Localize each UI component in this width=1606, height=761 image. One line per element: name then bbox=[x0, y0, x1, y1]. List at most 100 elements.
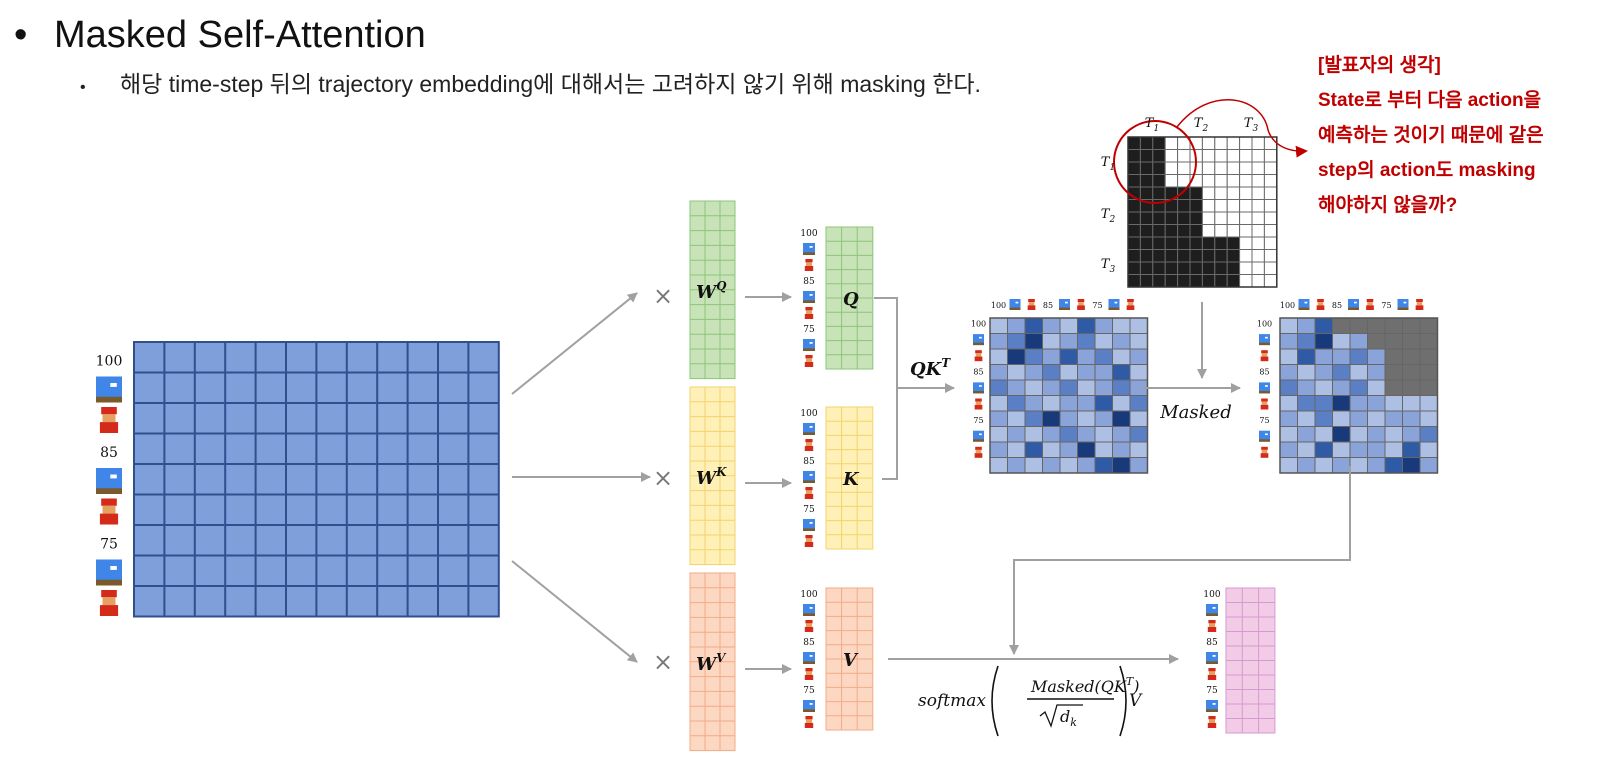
state-icon bbox=[803, 700, 815, 712]
attention-cell bbox=[1024, 317, 1043, 334]
action-icon-hat bbox=[1261, 446, 1268, 450]
attention-cell bbox=[1094, 364, 1113, 381]
mask-cell bbox=[1214, 236, 1228, 250]
attention-cell bbox=[1402, 364, 1421, 381]
formula-denominator: dk bbox=[1060, 707, 1077, 729]
attention-cell bbox=[1279, 364, 1298, 381]
attention-cell bbox=[1332, 348, 1351, 365]
state-icon bbox=[803, 604, 815, 616]
mask-cell bbox=[1239, 236, 1253, 250]
attention-cell bbox=[1367, 441, 1386, 458]
attention-cell bbox=[989, 395, 1008, 412]
mask-cell bbox=[1139, 161, 1154, 175]
mask-cell bbox=[1139, 249, 1154, 263]
mask-cell bbox=[1189, 274, 1203, 288]
state-icon bbox=[1259, 382, 1270, 394]
action-icon-face bbox=[102, 505, 116, 514]
mask-cell bbox=[1226, 249, 1241, 263]
attention-cell bbox=[1279, 410, 1298, 427]
action-icon-hat bbox=[805, 307, 813, 311]
action-icon-face bbox=[1209, 719, 1215, 723]
mask-cell bbox=[1251, 186, 1265, 200]
action-icon bbox=[804, 716, 814, 728]
formula-numerator: Masked(QKT) bbox=[1030, 675, 1139, 696]
attention-cell bbox=[1402, 348, 1421, 365]
mask-cell bbox=[1177, 149, 1191, 163]
return-label: 75 bbox=[803, 686, 815, 696]
state-icon bbox=[96, 559, 122, 586]
action-icon-body bbox=[1260, 356, 1269, 362]
mask-cell bbox=[1214, 274, 1228, 288]
attention-cell bbox=[1129, 395, 1148, 412]
attention-cell bbox=[1384, 379, 1403, 396]
attention-cell bbox=[1094, 410, 1113, 427]
state-icon-ground bbox=[973, 439, 984, 442]
action-icon bbox=[804, 355, 814, 367]
mask-cell bbox=[1177, 211, 1191, 225]
state-icon-sky bbox=[1348, 299, 1359, 310]
attention-cell bbox=[1129, 333, 1148, 350]
attention-cell bbox=[1349, 410, 1368, 427]
mask-cell bbox=[1239, 261, 1253, 275]
mask-cell bbox=[1152, 261, 1166, 275]
arrow-to-wq bbox=[511, 292, 638, 395]
masked-label: Masked bbox=[1159, 402, 1231, 423]
action-icon-face bbox=[806, 310, 812, 314]
attention-cell bbox=[1007, 379, 1026, 396]
mask-cell bbox=[1214, 249, 1228, 263]
mask-cell bbox=[1226, 174, 1241, 188]
attention-matrix bbox=[989, 317, 1149, 474]
return-label: 100 bbox=[991, 301, 1006, 310]
attention-cell bbox=[989, 457, 1008, 474]
note-line: step의 action도 masking bbox=[1318, 160, 1536, 181]
action-icon-hat bbox=[101, 590, 117, 598]
action-icon-face bbox=[1127, 302, 1134, 306]
state-icon-ground bbox=[1259, 390, 1270, 394]
action-icon bbox=[804, 668, 814, 680]
attention-cell bbox=[1007, 410, 1026, 427]
timestep-base: T bbox=[1194, 116, 1204, 131]
mask-cell bbox=[1152, 136, 1166, 150]
output-label-base: V bbox=[843, 650, 859, 671]
return-label: 75 bbox=[1206, 686, 1218, 696]
attention-cell bbox=[1042, 379, 1061, 396]
attention-cell bbox=[1007, 364, 1026, 381]
state-icon-cloud bbox=[1114, 301, 1118, 304]
attention-cell bbox=[1024, 426, 1043, 443]
mask-cell bbox=[1263, 211, 1278, 225]
attention-cell bbox=[1094, 348, 1113, 365]
attention-cell bbox=[1314, 333, 1333, 350]
attention-cell bbox=[1332, 457, 1351, 474]
mask-cell bbox=[1152, 161, 1166, 175]
attention-cell bbox=[1094, 457, 1113, 474]
timestep-sub: 1 bbox=[1153, 124, 1159, 134]
sqrt-icon bbox=[1039, 704, 1083, 728]
return-label: 75 bbox=[100, 537, 118, 553]
action-icon-hat bbox=[805, 439, 813, 443]
mask-cell bbox=[1127, 199, 1141, 213]
state-icon-cloud bbox=[809, 474, 813, 476]
mask-cell bbox=[1127, 161, 1141, 175]
formula-num-base: Masked(QK bbox=[1030, 677, 1127, 696]
attention-cell bbox=[1007, 441, 1026, 458]
slide-bullet: •해당 time-step 뒤의 trajectory embedding에 대… bbox=[80, 68, 981, 104]
return-label: 100 bbox=[971, 319, 986, 328]
mask-cell bbox=[1139, 261, 1154, 275]
attention-cell bbox=[1042, 333, 1061, 350]
mask-cell bbox=[1177, 236, 1191, 250]
action-icon-face bbox=[975, 353, 982, 357]
weight-label-base: W bbox=[696, 468, 718, 489]
state-icon-ground bbox=[1206, 661, 1218, 664]
attention-cell bbox=[1419, 395, 1438, 412]
attention-cell bbox=[1094, 395, 1113, 412]
mask-cell bbox=[1139, 236, 1154, 250]
result-matrix bbox=[1225, 587, 1276, 734]
output-matrix-k bbox=[825, 406, 874, 550]
attention-cell bbox=[1129, 317, 1148, 334]
output-matrix-q bbox=[825, 226, 874, 370]
mask-cell bbox=[1201, 149, 1216, 163]
attention-cell bbox=[1024, 333, 1043, 350]
attention-cell bbox=[1059, 441, 1078, 458]
action-icon bbox=[1415, 299, 1424, 310]
return-label: 85 bbox=[803, 638, 815, 648]
